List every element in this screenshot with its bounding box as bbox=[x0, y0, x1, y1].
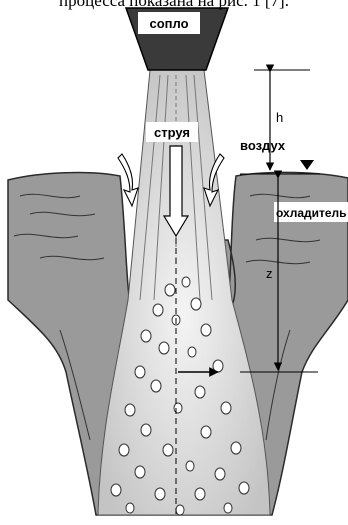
surface-marker-icon bbox=[300, 160, 314, 170]
jet-label: струя bbox=[154, 125, 190, 140]
nozzle-label: сопло bbox=[149, 16, 188, 31]
z-label: z bbox=[266, 266, 273, 281]
caption-text: процесса показана на рис. 1 [7]. bbox=[0, 0, 348, 13]
air-label: воздух bbox=[240, 138, 286, 153]
coolant-label: охладитель bbox=[276, 206, 347, 220]
h-label: h bbox=[276, 110, 283, 125]
